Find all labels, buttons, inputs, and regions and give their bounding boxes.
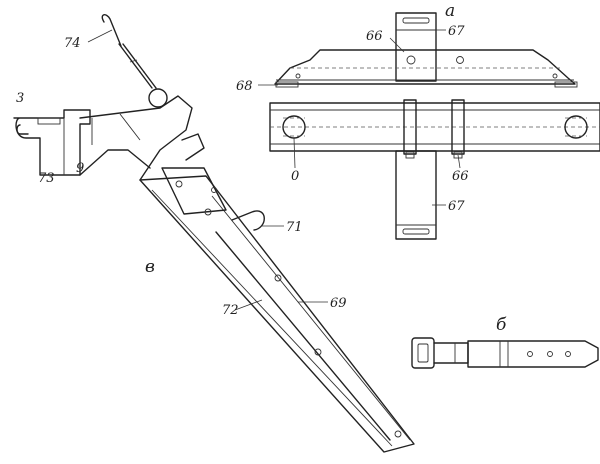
- label-9: 9: [76, 161, 84, 176]
- panel-a-side-view: [274, 12, 578, 88]
- head-block-73: [13, 109, 91, 176]
- label-67-top: 67: [448, 24, 465, 39]
- pivot-ring: [148, 88, 168, 108]
- rail-72: [215, 231, 391, 441]
- lever-69: [139, 175, 415, 453]
- label-69: 69: [330, 296, 347, 311]
- label-67-bottom: 67: [448, 199, 465, 214]
- buckle-frame: [411, 337, 435, 369]
- panel-label-c: в: [145, 257, 155, 277]
- strap-body: [467, 340, 599, 368]
- clamp-band-left: [403, 99, 417, 155]
- panel-c-lever: [13, 14, 415, 453]
- bolt-hole: [406, 55, 416, 65]
- label-68: 68: [236, 79, 253, 94]
- panel-label-a: а: [445, 1, 455, 21]
- label-66-bottom: 66: [452, 169, 469, 184]
- clamp-plate-67-bottom: [395, 150, 437, 240]
- bar-end-hole-right: [564, 115, 588, 139]
- hook-71: [231, 210, 265, 231]
- panel-label-b: б: [496, 315, 507, 335]
- panel-b-strap: [411, 337, 599, 369]
- label-72: 72: [222, 303, 239, 318]
- panel-a-plan-view: [269, 99, 600, 240]
- spring-clip: [181, 133, 205, 161]
- hook-3: [16, 124, 29, 135]
- end-cap-68: [275, 81, 299, 88]
- bar-side-profile: [274, 49, 576, 85]
- hook-74: [101, 14, 122, 47]
- leader-lines: [87, 29, 461, 311]
- label-3: 3: [16, 91, 24, 106]
- panel-labels: а б в: [145, 1, 507, 335]
- label-0: 0: [291, 169, 299, 184]
- clamp-slot: [402, 17, 430, 24]
- clamp-band-right: [451, 99, 465, 155]
- label-66-top: 66: [366, 29, 383, 44]
- callout-labels: 66 67 68 0 66 67 74 3 73 9 71 72 69: [16, 24, 469, 318]
- bar-hole: [456, 56, 464, 64]
- label-71: 71: [286, 220, 303, 235]
- lever-plate: [161, 167, 227, 215]
- bracket-arm: [79, 95, 193, 181]
- clamp-plate-67-top: [395, 12, 437, 82]
- label-73: 73: [38, 171, 55, 186]
- label-74: 74: [64, 36, 81, 51]
